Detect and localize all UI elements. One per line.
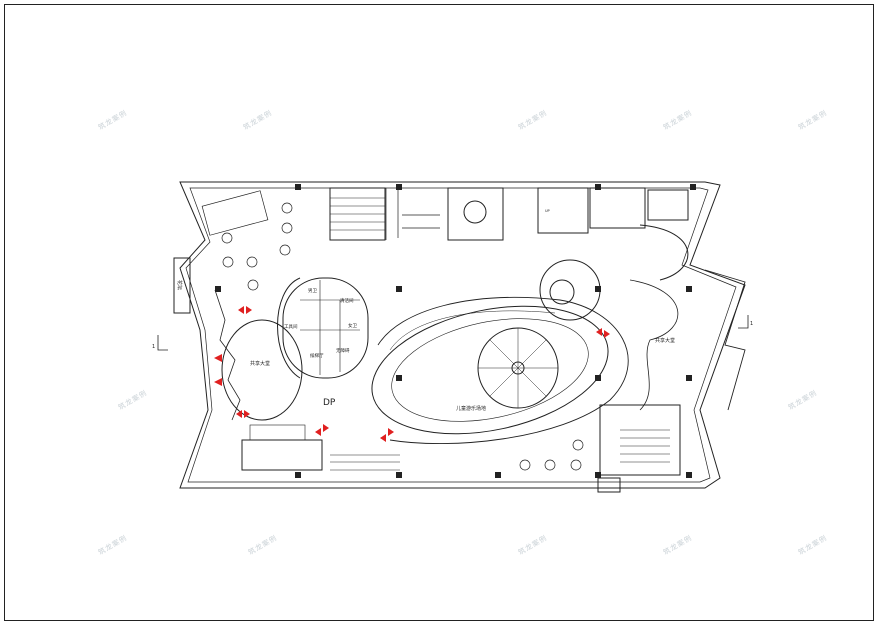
- watermark-layer: 筑龙案例 筑龙案例 筑龙案例 筑龙案例 筑龙案例 筑龙案例 筑龙案例 筑龙案例 …: [97, 108, 829, 557]
- watermark-11: 筑龙案例: [662, 533, 694, 557]
- label-toilet: 男卫: [308, 288, 317, 294]
- room-top-right-2: [647, 189, 689, 221]
- egress-arrow-4: [236, 410, 250, 418]
- round-table-top: [463, 200, 487, 224]
- label-cleaning-room: 清洁间: [340, 297, 354, 304]
- curve-wall-left: [277, 277, 301, 379]
- room-top-right: [589, 187, 646, 229]
- watermark-3: 筑龙案例: [517, 108, 549, 132]
- label-elevator-hall: 候梯厅: [310, 352, 324, 359]
- egress-arrow-7: [596, 328, 610, 338]
- label-flower-bed: 花坛: [176, 280, 183, 290]
- section-mark-left: [157, 335, 168, 351]
- stair-bottom-right: [599, 404, 681, 476]
- toilet-block: [282, 277, 369, 379]
- watermark-1: 筑龙案例: [97, 108, 129, 132]
- curved-walkway: [377, 297, 629, 445]
- label-share-hall-right: 共享大堂: [655, 337, 675, 344]
- sheet-border: [4, 4, 874, 621]
- watermark-2: 筑龙案例: [242, 108, 274, 132]
- left-hall-zone: [221, 319, 303, 421]
- egress-arrow-1: [238, 306, 252, 314]
- label-kids-area: 儿童游乐场地: [456, 405, 486, 412]
- watermark-8: 筑龙案例: [97, 533, 129, 557]
- watermark-7: 筑龙案例: [787, 388, 819, 412]
- label-up: UP: [545, 209, 550, 213]
- watermark-4: 筑龙案例: [662, 108, 694, 132]
- watermark-5: 筑龙案例: [797, 108, 829, 132]
- stair-top-right: [537, 187, 589, 234]
- label-section-right: 1: [750, 321, 753, 327]
- building-inner-wall: [185, 187, 737, 483]
- egress-arrow-5: [315, 424, 329, 436]
- building-outline: [179, 181, 746, 489]
- central-oval: [371, 305, 609, 435]
- watermark-6: 筑龙案例: [117, 388, 149, 412]
- egress-arrow-6: [380, 428, 394, 442]
- room-top-center: [447, 187, 504, 241]
- right-hall-curve: [639, 224, 689, 281]
- section-mark-right: [738, 315, 749, 329]
- right-round-zone: [539, 259, 601, 321]
- zigzag-left: [214, 289, 241, 421]
- egress-arrow-3: [214, 378, 222, 386]
- label-dp: DP: [323, 398, 336, 408]
- flower-bed: [173, 257, 191, 314]
- egress-arrow-2: [214, 354, 222, 362]
- label-tool-room: 工具间: [284, 323, 298, 330]
- central-oval-inner: [391, 318, 589, 422]
- egress-markers: [214, 306, 610, 442]
- bottom-left-counter: [241, 439, 323, 471]
- furniture-tables: [201, 190, 584, 471]
- right-facade: [704, 269, 746, 411]
- watermark-10: 筑龙案例: [517, 533, 549, 557]
- label-section-left: 1: [152, 344, 155, 350]
- label-female-toilet: 女卫: [348, 322, 357, 329]
- label-unisex-toilet: 无障碍: [336, 347, 350, 354]
- watermark-12: 筑龙案例: [797, 533, 829, 557]
- watermark-9: 筑龙案例: [247, 533, 279, 557]
- label-share-hall-left: 共享大堂: [250, 360, 270, 367]
- columns: [215, 184, 696, 478]
